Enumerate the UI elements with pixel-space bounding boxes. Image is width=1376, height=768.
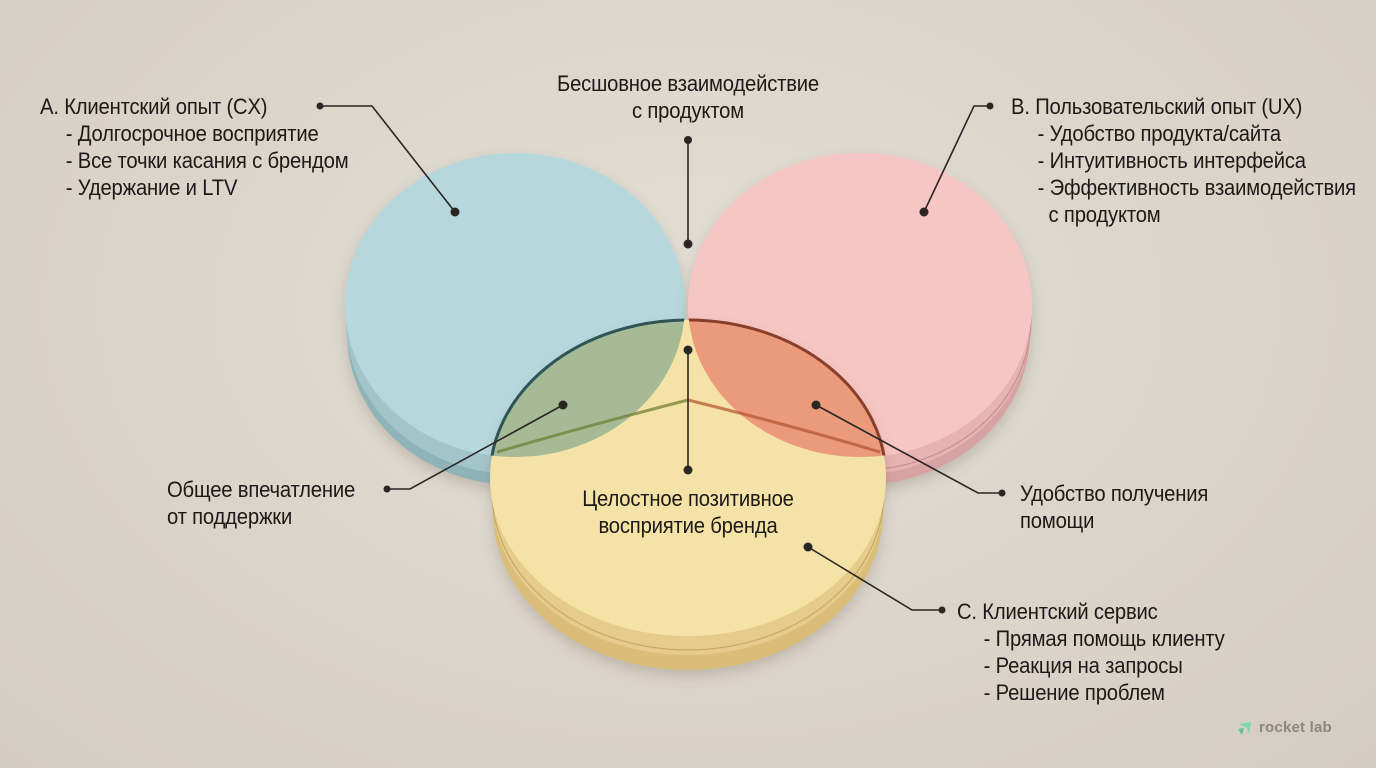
label-circle-a: A. Клиентский опыт (CX) - Долгосрочное в… [40,93,349,201]
rocket-lab-logo: rocket lab [1237,719,1332,736]
list-item: - Прямая помощь клиенту [983,626,1225,651]
label-overlap-ab: Бесшовное взаимодействие с продуктом [522,70,853,124]
overlap-abc-line-2: восприятие бренда [598,513,778,538]
circle-c-items: - Прямая помощь клиенту - Реакция на зап… [984,625,1225,706]
leader-lines [320,105,1002,611]
list-item: - Долгосрочное восприятие [65,121,319,146]
leader-dots [316,102,1006,614]
list-item: - Решение проблем [983,680,1165,705]
circle-a-items: - Долгосрочное восприятие - Все точки ка… [66,120,349,201]
list-item: - Удержание и LTV [65,175,238,200]
rocket-lab-logo-icon [1238,721,1251,735]
list-item: - Реакция на запросы [983,653,1183,678]
label-circle-c: C. Клиентский сервис - Прямая помощь кли… [957,598,1225,706]
list-item: - Эффективность взаимодействия [1037,175,1356,200]
circle-b-title: B. Пользовательский опыт (UX) [1011,94,1303,119]
overlap-ac-line-2: от поддержки [167,504,293,529]
circle-a-title: A. Клиентский опыт (CX) [40,94,268,119]
overlap-bc [688,318,888,457]
overlap-ab-line-1: Бесшовное взаимодействие [557,71,819,96]
overlap-bc-line-1: Удобство получения [1020,481,1209,506]
overlap-ab-line-2: с продуктом [632,98,744,123]
label-overlap-bc: Удобство получения помощи [1020,480,1208,534]
label-circle-b: B. Пользовательский опыт (UX) - Удобство… [1011,93,1356,228]
circle-c-title: C. Клиентский сервис [957,599,1158,624]
list-item: с продуктом [1037,202,1161,227]
label-overlap-ac: Общее впечатление от поддержки [167,476,355,530]
logo-text: rocket lab [1259,719,1332,736]
overlap-ac-line-1: Общее впечатление [167,477,356,502]
overlap-bc-line-2: помощи [1020,508,1095,533]
list-item: - Все точки касания с брендом [65,148,349,173]
overlap-ac [488,318,685,457]
circle-b-items: - Удобство продукта/сайта - Интуитивност… [1038,120,1356,228]
label-overlap-abc: Целостное позитивное восприятие бренда [550,485,826,539]
overlap-abc-line-1: Целостное позитивное [582,486,794,511]
list-item: - Интуитивность интерфейса [1037,148,1306,173]
list-item: - Удобство продукта/сайта [1037,121,1281,146]
